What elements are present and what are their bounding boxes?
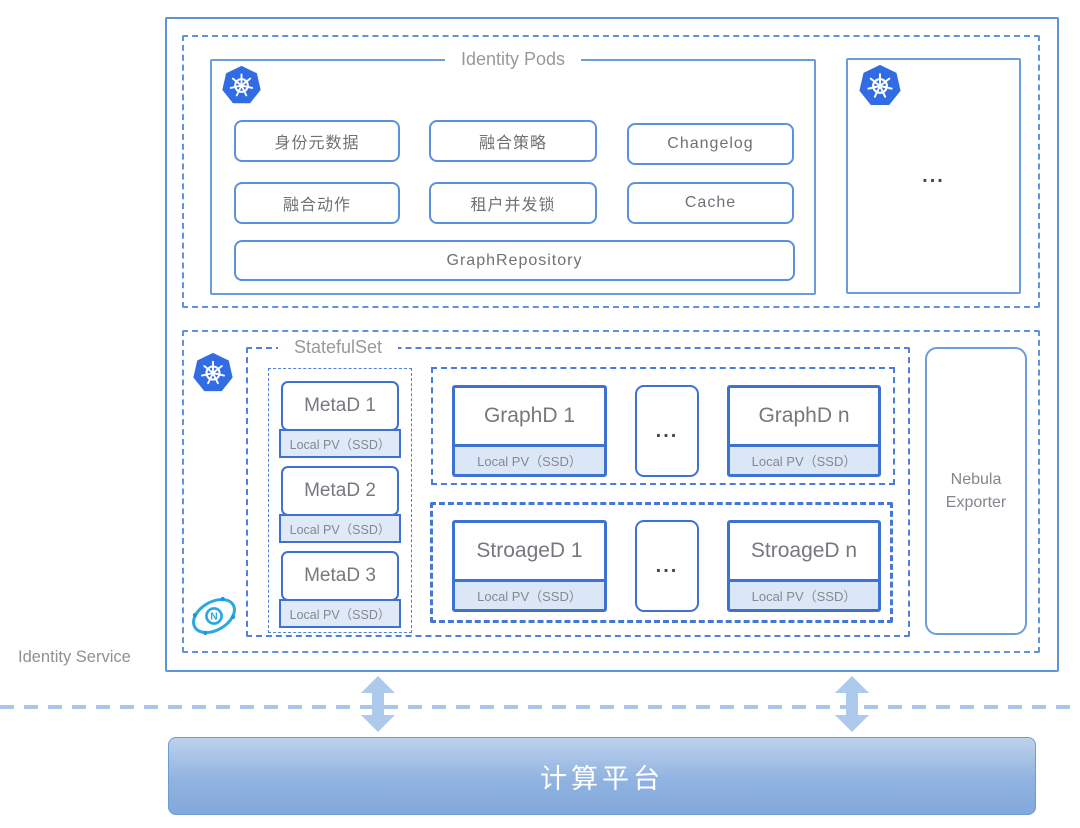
storaged-1-unit: StroageD 1 Local PV（SSD） [452,520,607,612]
pod-identity-metadata: 身份元数据 [234,120,400,162]
graphd-n-box: GraphD n [758,404,850,427]
metad-2-local-pv: Local PV（SSD） [279,514,401,543]
metad-1-unit: MetaD 1 Local PV（SSD） [279,381,401,458]
storaged-ellipsis: ... [655,554,679,577]
identity-pods-group: Identity Pods [210,49,816,295]
identity-service-label: Identity Service [18,648,131,666]
storaged-ellipsis-box: ... [635,520,699,612]
pod-graph-repository: GraphRepository [234,240,795,281]
graphd-1-local-pv: Local PV（SSD） [455,444,604,474]
metad-2-unit: MetaD 2 Local PV（SSD） [279,466,401,543]
metad-3-box: MetaD 3 [281,551,399,601]
graphd-1-unit: GraphD 1 Local PV（SSD） [452,385,607,477]
more-identity-pods-box: ... [846,58,1021,294]
pod-changelog: Changelog [627,123,794,165]
metad-1-box: MetaD 1 [281,381,399,431]
storaged-n-box: StroageD n [750,539,858,562]
metad-group [268,368,412,633]
network-boundary-dashed-line [0,705,1080,709]
identity-pods-title: Identity Pods [444,49,582,70]
graphd-ellipsis: ... [655,419,679,442]
statefulset-dashed-section [182,330,1040,653]
storaged-group [430,502,893,623]
statefulset-group: StatefulSet [246,337,910,637]
bidirectional-arrow-icon [360,676,396,732]
graphd-n-unit: GraphD n Local PV（SSD） [727,385,881,477]
identity-pods-dashed-section [182,35,1040,308]
graphd-1-box: GraphD 1 [483,404,576,427]
bidirectional-arrow-icon [834,676,870,732]
pod-tenant-lock: 租户并发锁 [429,182,597,224]
nebula-exporter-box: Nebula Exporter [925,347,1027,635]
storaged-n-unit: StroageD n Local PV（SSD） [727,520,881,612]
storaged-n-local-pv: Local PV（SSD） [730,579,878,609]
statefulset-title: StatefulSet [278,337,399,358]
graphd-n-local-pv: Local PV（SSD） [730,444,878,474]
nebula-graph-icon: N [187,589,241,643]
metad-2-box: MetaD 2 [281,466,399,516]
pod-fusion-action: 融合动作 [234,182,400,224]
svg-text:N: N [210,612,217,623]
metad-1-local-pv: Local PV（SSD） [279,429,401,458]
metad-3-local-pv: Local PV（SSD） [279,599,401,628]
pod-fusion-strategy: 融合策略 [429,120,597,162]
more-pods-ellipsis: ... [922,164,945,187]
storaged-1-local-pv: Local PV（SSD） [455,579,604,609]
graphd-group [431,367,895,485]
graphd-ellipsis-box: ... [635,385,699,477]
storaged-1-box: StroageD 1 [476,539,583,562]
pod-cache: Cache [627,182,794,224]
metad-3-unit: MetaD 3 Local PV（SSD） [279,551,401,628]
compute-platform-bar: 计算平台 [168,737,1036,815]
